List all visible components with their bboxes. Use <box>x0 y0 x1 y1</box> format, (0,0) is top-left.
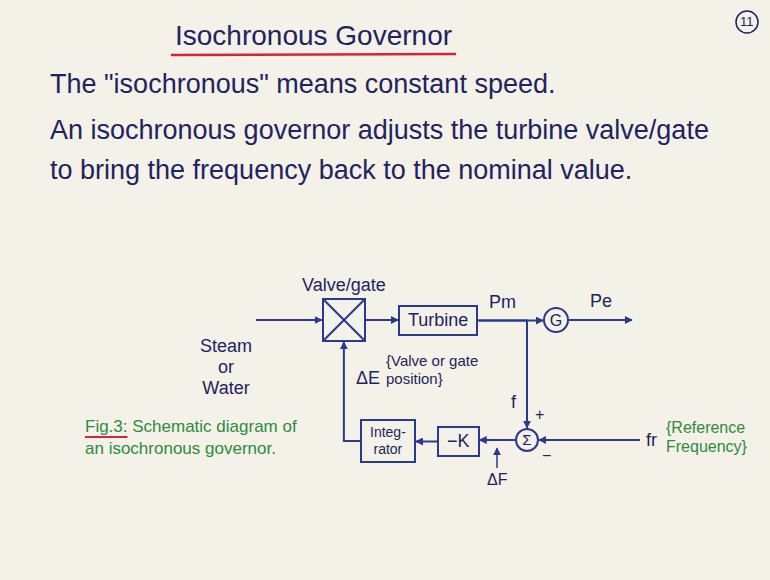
page-number-ring <box>736 11 758 33</box>
signal-connector <box>344 342 360 441</box>
signal-connector <box>478 321 527 429</box>
sign-mark: − <box>542 447 551 465</box>
integrator-box: Integ- rator <box>360 419 416 463</box>
signal-name: ΔE <box>355 368 381 389</box>
io-arrow <box>256 319 322 321</box>
node-label: G <box>550 311 562 330</box>
signal-name: Pe <box>590 290 612 312</box>
node-label: Σ <box>522 431 531 449</box>
summing-junction: Σ <box>515 428 539 452</box>
figure-number-underline <box>85 436 128 438</box>
signal-name: ΔF <box>486 471 508 489</box>
input-label: Steam or Water <box>200 336 252 399</box>
io-arrow <box>569 319 632 321</box>
valve-cross-line <box>324 300 364 340</box>
io-arrows <box>256 320 640 440</box>
node-label: −K <box>447 431 470 452</box>
io-arrow <box>539 439 640 441</box>
body-text: An isochronous governor adjusts the turb… <box>50 110 715 190</box>
signal-name: Pm <box>488 292 517 313</box>
signal-connector <box>366 319 398 321</box>
gain-box: −K <box>437 426 480 457</box>
signal-connector <box>416 441 437 443</box>
valve-cross <box>324 300 364 340</box>
page-number: 11 <box>740 14 754 30</box>
node-label: Integ- rator <box>370 424 406 458</box>
pointer-arrow <box>496 448 498 468</box>
page-title: Isochronous Governor <box>175 20 452 52</box>
note-text: {Reference Frequency} <box>666 418 762 456</box>
valve-gate: Valve/gate <box>302 275 386 342</box>
title-underline <box>171 54 456 55</box>
node-label: Turbine <box>408 310 468 331</box>
generator-circle: G <box>543 307 569 333</box>
part-name: Valve/gate <box>302 275 386 296</box>
signal-name: f <box>510 392 517 413</box>
figure-caption: Fig.3: Schematic diagram of an isochrono… <box>85 416 300 460</box>
note-text: {Valve or gate position} <box>386 352 504 388</box>
body-text: The "isochronous" means constant speed. <box>50 66 555 102</box>
valve-cross-line <box>324 300 364 340</box>
signal-connector <box>480 439 515 441</box>
turbine-box: Turbine <box>398 305 478 336</box>
valve-symbol <box>322 298 366 342</box>
sign-mark: + <box>535 406 544 424</box>
signal-name: fr <box>646 429 657 451</box>
